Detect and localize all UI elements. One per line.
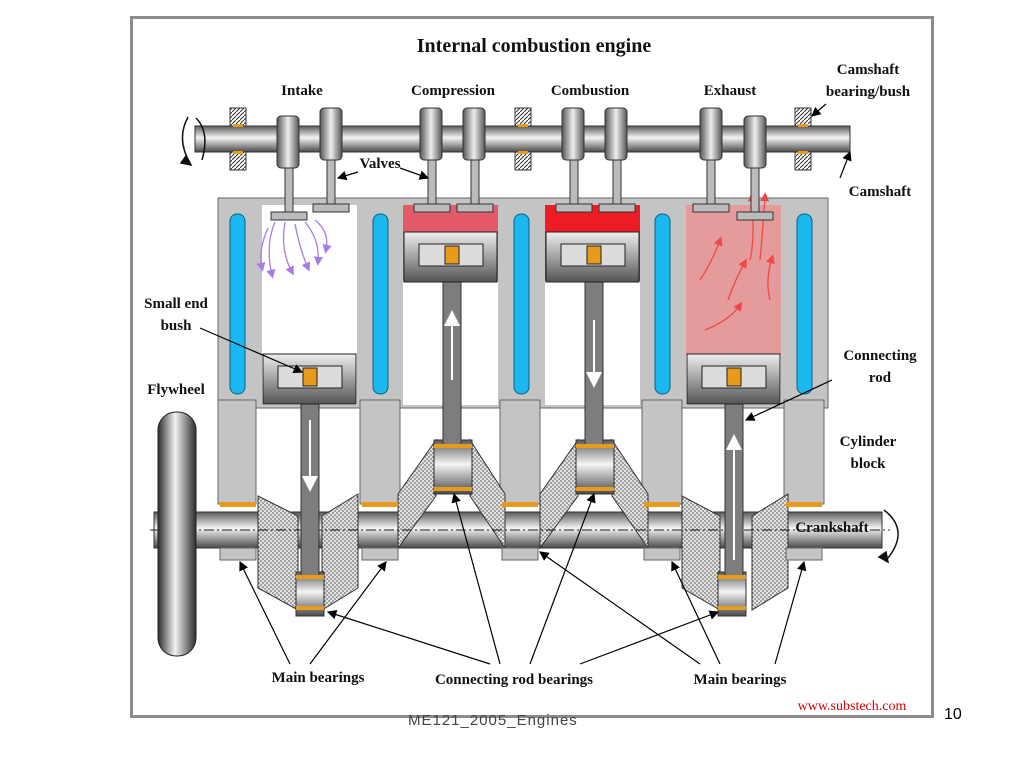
stroke-label-combustion: Combustion [551, 83, 630, 99]
label-flywheel: Flywheel [147, 382, 205, 398]
pistons [262, 231, 781, 405]
label-connecting-rod-bearings: Connecting rod bearings [435, 672, 593, 688]
coolant-passages [229, 213, 813, 395]
intake-flow-arrows [256, 219, 332, 279]
slide-footer: ME121_2005_Engines [408, 712, 578, 729]
flywheel [157, 411, 197, 657]
connecting-rod-bearings-strips [296, 444, 746, 610]
label-cylinder-block-line2: block [850, 456, 886, 472]
crankshaft [150, 438, 890, 617]
rod-motion-arrows [302, 310, 742, 560]
exhaust-flow-arrows [699, 192, 775, 331]
stroke-label-compression: Compression [411, 83, 496, 99]
crankshaft-rotation-icon [877, 509, 899, 564]
stroke-label-exhaust: Exhaust [704, 83, 757, 99]
label-crankshaft: Crankshaft [795, 520, 868, 536]
exhaust-charge [686, 205, 781, 355]
label-connecting-rod-line2: rod [869, 370, 892, 386]
camshaft-rotation-icon [179, 116, 206, 167]
label-cylinder-block-line1: Cylinder [840, 434, 897, 450]
page-number: 10 [944, 706, 962, 723]
label-camshaft-bearing-line2: bearing/bush [826, 84, 911, 100]
label-connecting-rod-line1: Connecting [843, 348, 917, 364]
label-valves: Valves [359, 156, 400, 172]
label-main-bearings-right: Main bearings [694, 672, 787, 688]
label-main-bearings-left: Main bearings [272, 670, 365, 686]
diagram-title: Internal combustion engine [417, 35, 652, 57]
source-url: www.substech.com [798, 699, 907, 714]
leader-lines [199, 103, 852, 665]
main-bearing-caps [219, 547, 823, 561]
label-small-end-line2: bush [161, 318, 193, 334]
valves [270, 159, 774, 221]
label-camshaft-bearing-line1: Camshaft [837, 62, 900, 78]
camshaft [194, 107, 851, 171]
label-small-end-line1: Small end [144, 296, 208, 312]
label-camshaft: Camshaft [849, 184, 912, 200]
stroke-label-intake: Intake [281, 83, 323, 99]
